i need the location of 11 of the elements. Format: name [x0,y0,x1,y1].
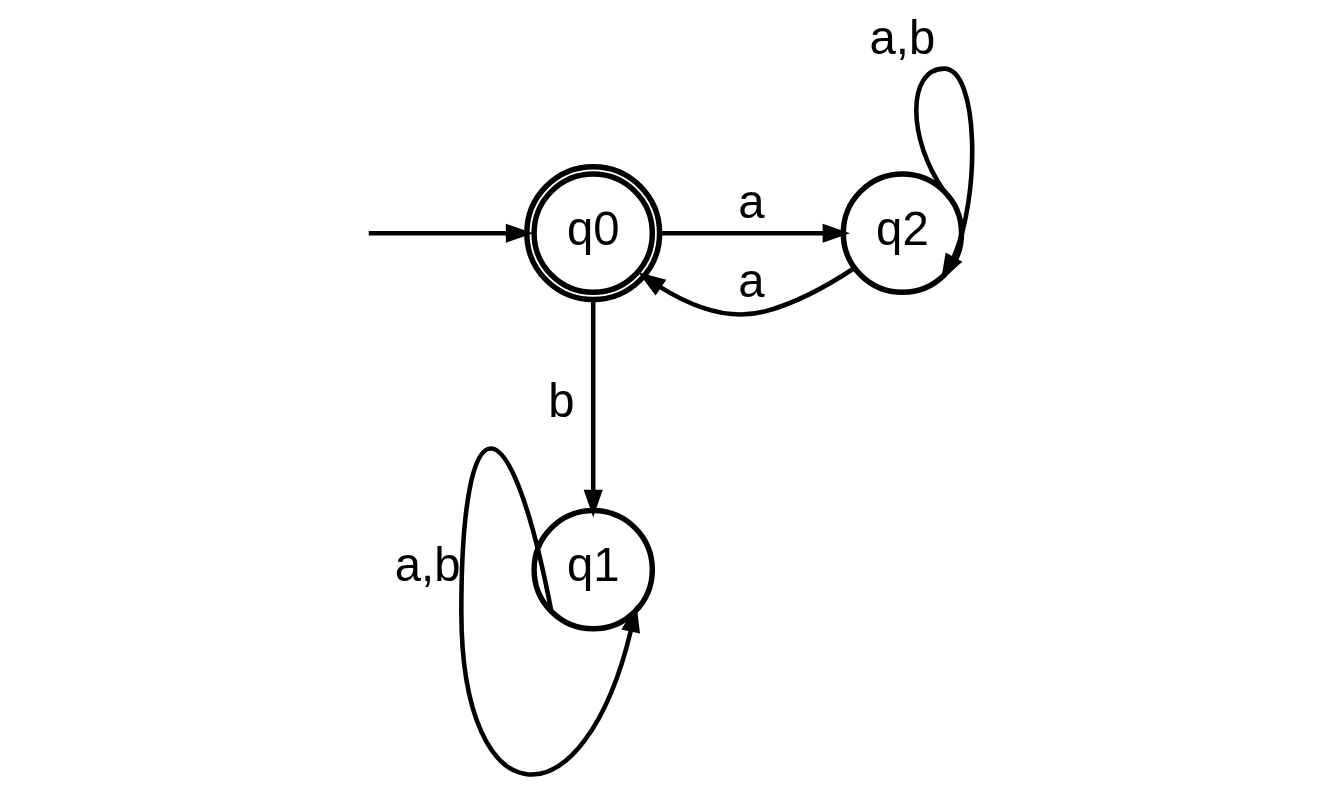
arrow [368,223,533,243]
edge-label: a,b [869,10,935,64]
edge-label: a [737,253,765,307]
node-circle: q0 [523,164,662,303]
arrow [659,223,850,243]
arrow [583,300,603,518]
edge-label: b [547,373,575,427]
arrow [637,266,856,317]
edge-label: a [737,175,765,229]
edge-label: a,b [394,538,461,592]
arrow [458,447,640,776]
